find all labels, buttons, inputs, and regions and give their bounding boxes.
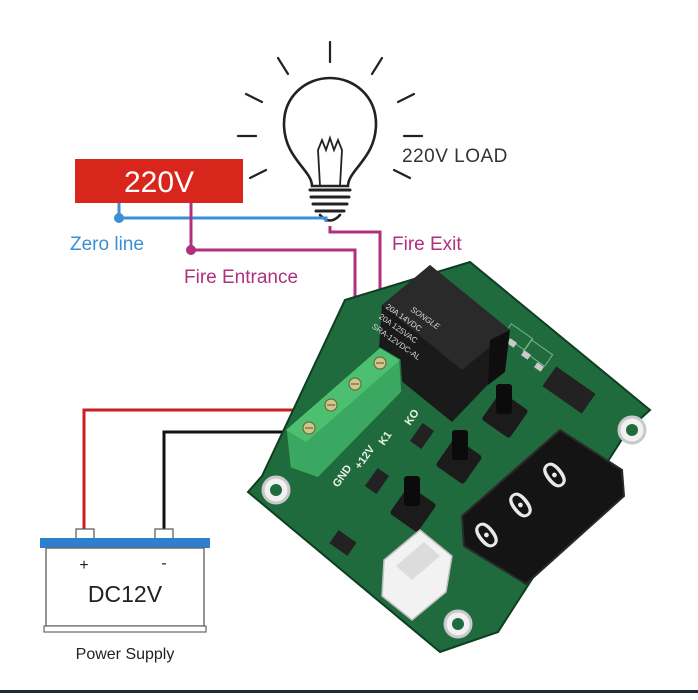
dc-minus-wire [162,430,315,537]
power-supply: + - DC12V [40,528,210,633]
power-supply-caption: Power Supply [76,646,175,663]
battery-plus-label: + [79,557,88,574]
bottom-border [0,690,698,693]
relay-icon: SONGLE 20A 14VDC 20A 125VAC SRA-12VDC-AL [370,265,510,422]
source-label: 220V [124,166,194,199]
fire-exit-label: Fire Exit [392,234,462,255]
seven-segment-display-icon: 0 0 0 [460,428,626,586]
zero-line-label: Zero line [70,234,144,255]
light-bulb-icon [236,40,424,222]
sensor-connector [381,529,453,621]
battery-minus-label: - [161,555,166,572]
dc-plus-wire [82,408,325,537]
push-button-icon [390,384,528,532]
zero-line-wire [114,203,328,223]
battery-voltage-label: DC12V [88,581,163,607]
load-label: 220V LOAD [402,146,508,167]
terminal-block [285,347,403,479]
source-box: 220V [75,159,243,203]
fire-entrance-label: Fire Entrance [184,267,298,288]
